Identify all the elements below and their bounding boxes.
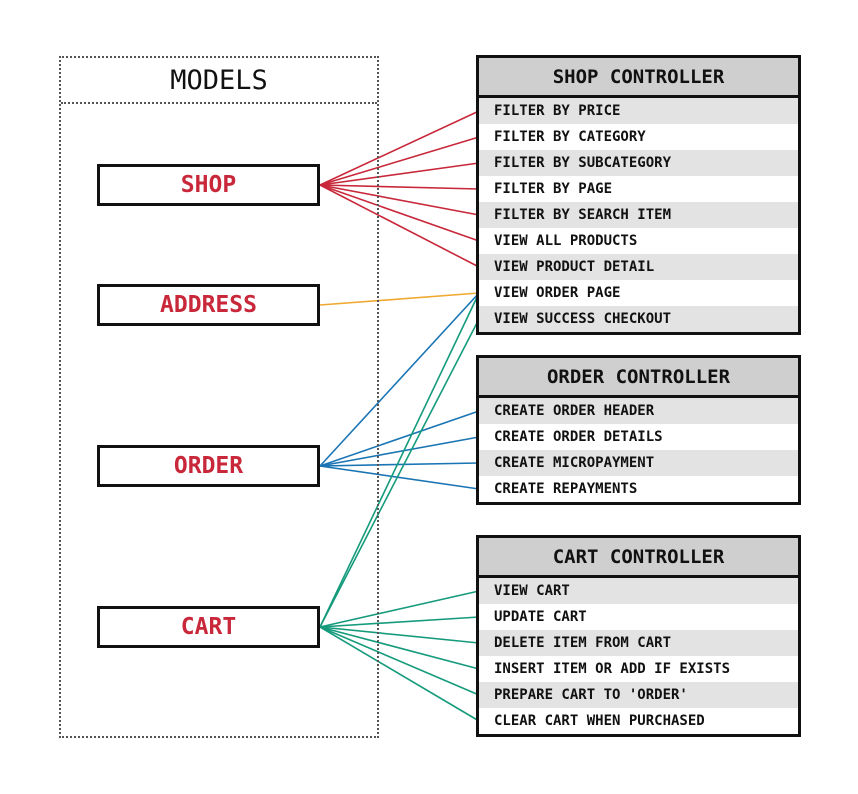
cart-controller-item: PREPARE CART TO 'ORDER'	[479, 682, 798, 708]
models-title: MODELS	[61, 58, 377, 104]
model-shop: SHOP	[97, 164, 320, 206]
shop-controller-item: FILTER BY SUBCATEGORY	[479, 150, 798, 176]
order-controller: ORDER CONTROLLER CREATE ORDER HEADER CRE…	[476, 355, 801, 505]
model-cart: CART	[97, 606, 320, 648]
shop-controller-item: VIEW ALL PRODUCTS	[494, 233, 638, 249]
cart-controller-title: CART CONTROLLER	[479, 538, 798, 578]
shop-controller-item: FILTER BY PRICE	[479, 98, 798, 124]
order-controller-item: CREATE ORDER DETAILS	[494, 429, 663, 445]
order-controller-item: CREATE MICROPAYMENT	[479, 450, 798, 476]
shop-controller-title: SHOP CONTROLLER	[479, 58, 798, 98]
order-controller-item: CREATE ORDER HEADER	[479, 398, 798, 424]
shop-controller-item: FILTER BY CATEGORY	[494, 129, 646, 145]
shop-controller-item: VIEW SUCCESS CHECKOUT	[479, 306, 798, 332]
shop-controller-item: FILTER BY SEARCH ITEM	[479, 202, 798, 228]
cart-controller-item: INSERT ITEM OR ADD IF EXISTS	[494, 661, 731, 677]
shop-controller-item: VIEW PRODUCT DETAIL	[479, 254, 798, 280]
models-panel: MODELS	[59, 56, 379, 738]
model-address: ADDRESS	[97, 284, 320, 326]
cart-controller-item: CLEAR CART WHEN PURCHASED	[494, 713, 705, 729]
shop-controller: SHOP CONTROLLER FILTER BY PRICE FILTER B…	[476, 55, 801, 335]
cart-controller: CART CONTROLLER VIEW CART UPDATE CART DE…	[476, 535, 801, 737]
order-controller-item: CREATE REPAYMENTS	[494, 481, 638, 497]
shop-controller-item: FILTER BY PAGE	[494, 181, 613, 197]
shop-controller-item: VIEW ORDER PAGE	[494, 285, 621, 301]
cart-controller-item: DELETE ITEM FROM CART	[479, 630, 798, 656]
cart-controller-item: UPDATE CART	[494, 609, 587, 625]
order-controller-title: ORDER CONTROLLER	[479, 358, 798, 398]
model-order: ORDER	[97, 445, 320, 487]
cart-controller-item: VIEW CART	[479, 578, 798, 604]
